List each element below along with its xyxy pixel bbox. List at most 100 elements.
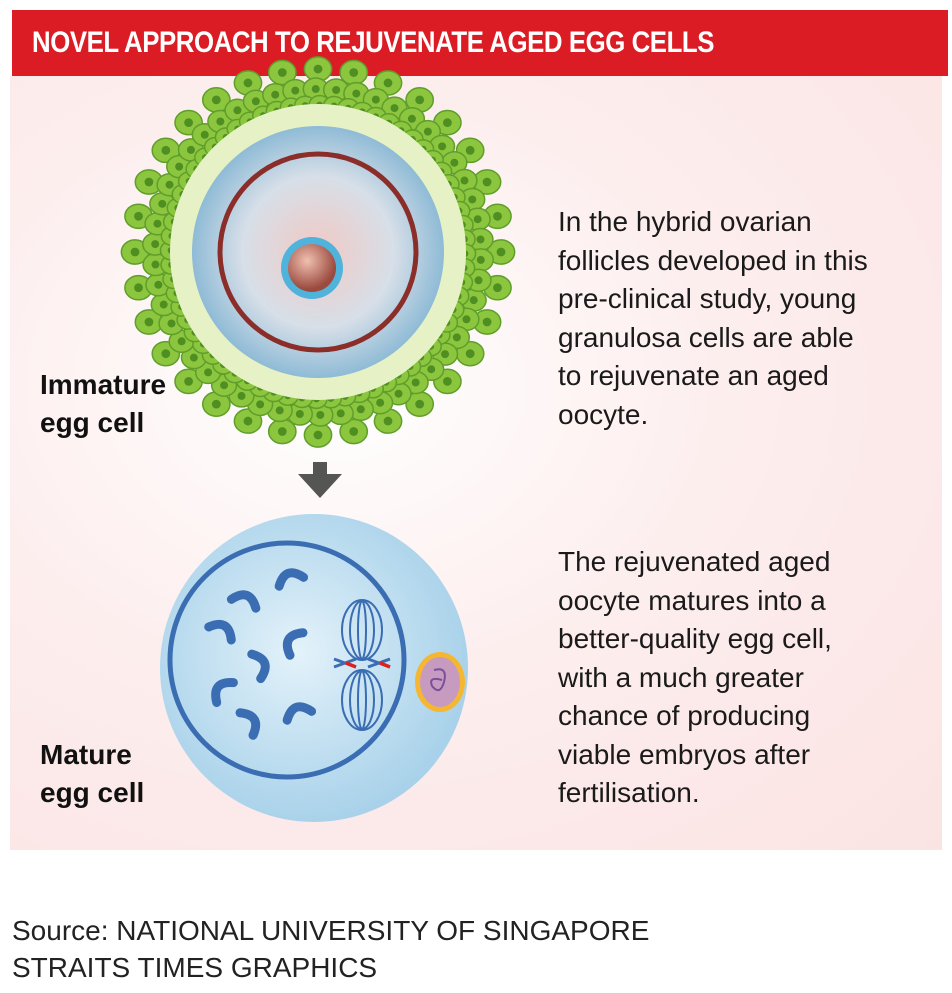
granulosa-nucleus (482, 177, 492, 187)
immature-description: In the hybrid ovarian follicles develope… (558, 203, 938, 434)
granulosa-nucleus (394, 389, 403, 398)
granulosa-nucleus (237, 391, 246, 400)
granulosa-nucleus (177, 337, 186, 346)
granulosa-nucleus (161, 349, 171, 359)
nucleus (288, 244, 336, 292)
granulosa-nucleus (134, 211, 143, 221)
granulosa-nucleus (186, 145, 195, 154)
granulosa-nucleus (407, 114, 416, 123)
granulosa-nucleus (154, 280, 163, 289)
granulosa-nucleus (167, 319, 176, 328)
granulosa-nucleus (349, 427, 359, 436)
granulosa-nucleus (151, 240, 160, 249)
text-line: oocyte. (558, 398, 649, 430)
granulosa-nucleus (493, 283, 502, 293)
granulosa-nucleus (184, 377, 193, 386)
text-line: better-quality egg cell, (558, 623, 832, 654)
polar-body-chromatin (430, 668, 446, 692)
granulosa-nucleus (295, 409, 304, 418)
granulosa-nucleus (184, 118, 193, 127)
mature-label-line2: egg cell (40, 777, 145, 808)
granulosa-nucleus (465, 145, 475, 155)
title-banner: NOVEL APPROACH TO REJUVENATE AGED EGG CE… (12, 10, 948, 76)
granulosa-nucleus (204, 368, 213, 377)
polar-body-nucleus (420, 657, 460, 707)
granulosa-nucleus (356, 405, 365, 414)
immature-label-line1: Immature (40, 369, 167, 400)
granulosa-nucleus (233, 106, 242, 115)
granulosa-nucleus (473, 215, 482, 224)
spindle (333, 599, 391, 731)
granulosa-nucleus (316, 410, 325, 419)
granulosa-nucleus (376, 398, 385, 407)
granulosa-nucleus (450, 158, 459, 167)
mitochondrion (247, 649, 270, 684)
mitochondrion (226, 590, 261, 613)
text-line: oocyte matures into a (558, 584, 826, 616)
down-arrow-icon (298, 462, 342, 498)
granulosa-nucleus (277, 427, 287, 436)
granulosa-nucleus (151, 260, 160, 269)
text-line: follicles developed in this (558, 244, 868, 276)
mitochondrion (274, 568, 309, 591)
granulosa-nucleus (469, 296, 478, 305)
text-line: with a much greater (558, 661, 804, 693)
granulosa-nucleus (438, 142, 447, 151)
granulosa-nucleus (291, 86, 300, 95)
granulosa-nucleus (452, 333, 461, 342)
text-line: chance of producing (558, 700, 811, 731)
text-line: to rejuvenate an aged (558, 360, 829, 391)
granulosa-nucleus (383, 78, 393, 88)
granulosa-nucleus (443, 377, 452, 386)
oocyte-membrane (217, 151, 419, 353)
mature-cell-membrane (167, 540, 407, 780)
granulosa-nucleus (482, 317, 492, 327)
granulosa-nucleus (415, 95, 425, 105)
granulosa-nucleus (411, 378, 420, 387)
granulosa-nucleus (158, 199, 167, 208)
granulosa-nucleus (496, 247, 506, 257)
granulosa-nucleus (383, 416, 393, 426)
granulosa-nucleus (441, 350, 450, 359)
title: NOVEL APPROACH TO REJUVENATE AGED EGG CE… (32, 26, 715, 59)
granulosa-nucleus (134, 283, 143, 293)
granulosa-nucleus (153, 219, 162, 228)
text-line: fertilisation. (558, 777, 700, 808)
text-line: In the hybrid ovarian (558, 206, 812, 237)
granulosa-nucleus (474, 276, 483, 285)
granulosa-nucleus (165, 180, 174, 189)
mitochondria (204, 568, 317, 740)
granulosa-nucleus (390, 104, 399, 113)
mature-egg-cell (160, 514, 468, 822)
granulosa-nucleus (271, 90, 280, 99)
granulosa-nucleus (468, 195, 477, 204)
immature-label-line2: egg cell (40, 407, 145, 438)
granulosa-nucleus (275, 406, 284, 415)
mitochondrion (282, 702, 317, 725)
granulosa-nucleus (211, 399, 221, 409)
granulosa-nucleus (189, 353, 198, 362)
granulosa-nucleus (352, 89, 361, 98)
credit-text: STRAITS TIMES GRAPHICS (12, 952, 378, 983)
granulosa-nucleus (220, 381, 229, 390)
mature-description: The rejuvenated aged oocyte matures into… (558, 543, 938, 813)
granulosa-nucleus (443, 118, 452, 127)
granulosa-nucleus (251, 97, 260, 106)
granulosa-nucleus (460, 176, 469, 185)
source-text: Source: NATIONAL UNIVERSITY OF SINGAPORE (12, 915, 650, 946)
granulosa-nucleus (349, 68, 359, 77)
granulosa-nucleus (243, 78, 253, 88)
granulosa-nucleus (476, 235, 485, 244)
granulosa-nucleus (313, 64, 323, 74)
granulosa-nucleus (200, 130, 209, 139)
mature-label-line1: Mature (40, 739, 132, 770)
granulosa-nucleus (144, 177, 154, 187)
mitochondrion (204, 619, 236, 645)
mitochondrion (282, 628, 308, 660)
granulosa-nucleus (159, 300, 168, 309)
text-line: The rejuvenated aged (558, 546, 831, 577)
granulosa-nucleus (313, 430, 323, 440)
granulosa-nucleus (465, 349, 475, 359)
footer: Source: NATIONAL UNIVERSITY OF SINGAPORE… (12, 912, 649, 986)
